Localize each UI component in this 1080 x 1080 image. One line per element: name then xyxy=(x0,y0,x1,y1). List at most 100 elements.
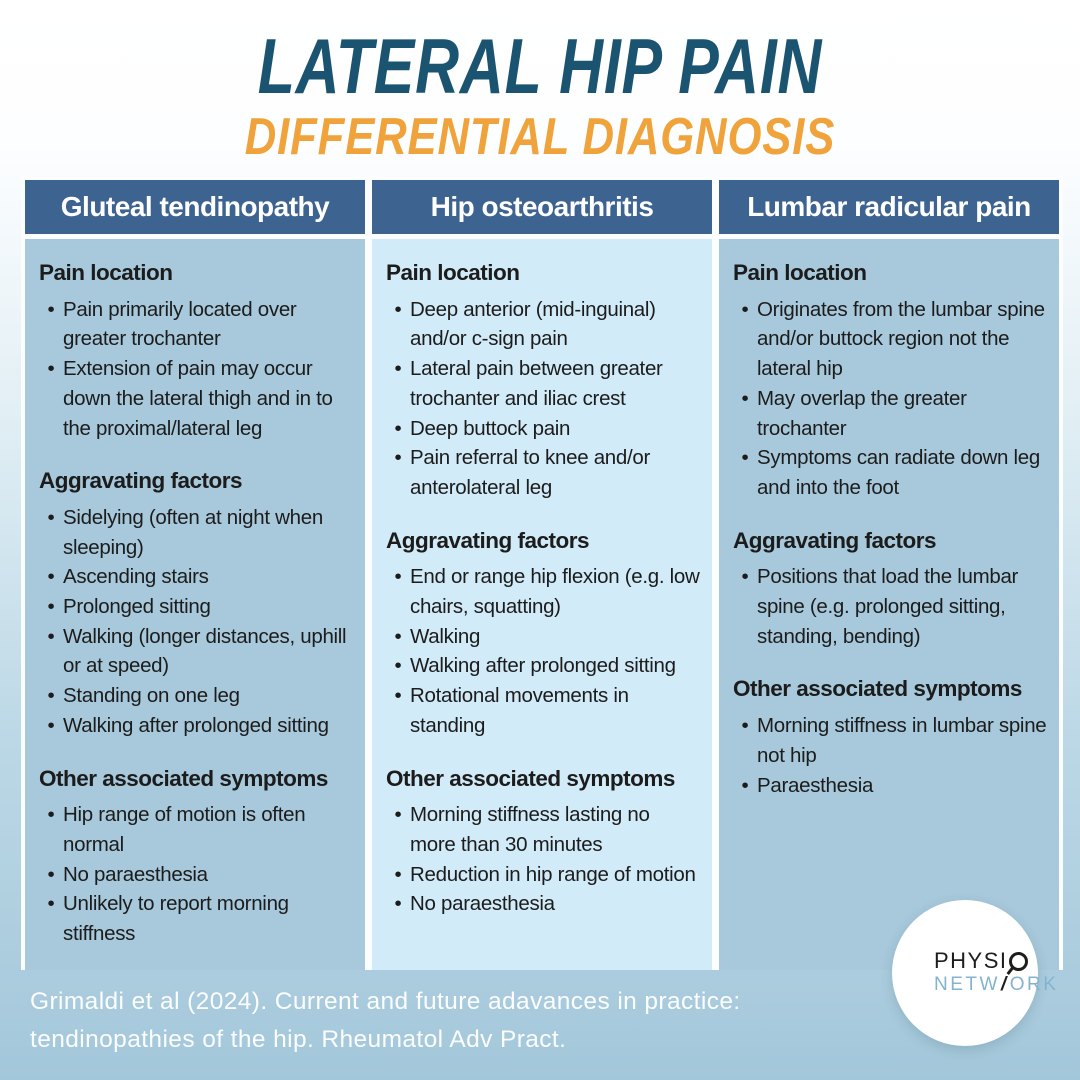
bullet-text: May overlap the greater trochanter xyxy=(757,386,967,440)
column-header: Hip osteoarthritis xyxy=(372,180,712,234)
bullet-dot: • xyxy=(394,803,402,827)
logo-slash-i: / xyxy=(1000,974,1009,996)
bullet-item: • Morning stiffness in lumbar spine not h… xyxy=(733,711,1049,770)
bullet-text: Reduction in hip range of motion xyxy=(410,862,696,886)
bullet-text: Paraesthesia xyxy=(757,773,874,797)
bullet-item: •End or range hip flexion (e.g. low chai… xyxy=(386,562,702,621)
bullet-item: • Deep buttock pain xyxy=(386,414,702,444)
bullet-text: Lateral pain between greater trochanter … xyxy=(410,357,663,410)
bullet-dot: • xyxy=(47,505,55,529)
bullet-item: • Walking after prolonged sitting xyxy=(39,711,355,741)
bullet-item: • Standing on one leg xyxy=(39,681,355,711)
bullet-dot: • xyxy=(47,803,55,827)
logo-network-text: NETW/ORK xyxy=(934,973,1056,997)
logo-physio-text: PHYSI xyxy=(934,948,1038,973)
bullet-item: • Positions that load the lumbar spine (e… xyxy=(733,562,1049,651)
bullet-text: Walking (longer distances, uphill or at … xyxy=(63,624,347,678)
bullet-dot: • xyxy=(394,446,402,470)
bullet-item: • Rotational movements in standing xyxy=(386,681,702,740)
bullet-text: No paraesthesia xyxy=(63,862,208,886)
bullet-text: Deep anterior (mid-inguinal) and/or c-si… xyxy=(410,297,656,351)
section: Other associated symptoms•Hip range of m… xyxy=(39,763,355,949)
bullet-dot: • xyxy=(394,892,402,916)
bullet-dot: • xyxy=(394,565,402,589)
bullet-item: • Morning stiffness lasting no more than … xyxy=(386,800,702,859)
bullet-text: Walking xyxy=(410,624,481,648)
section-heading: Pain location xyxy=(386,260,520,285)
bullet-dot: • xyxy=(741,714,749,738)
bullet-text: Morning stiffness lasting no more than 3… xyxy=(410,803,650,856)
bullet-text: Rotational movements in standing xyxy=(410,684,629,737)
citation: Grimaldi et al (2024). Current and futur… xyxy=(30,983,741,1059)
bullet-item: • Ascending stairs xyxy=(39,562,355,592)
bullet-dot: • xyxy=(741,565,749,589)
bullet-dot: • xyxy=(394,416,402,440)
bullet-item: •Walking after prolonged sitting xyxy=(386,651,702,681)
column-body: Pain location • Pain primarily located ove… xyxy=(25,239,365,970)
logo-network-left: NETW xyxy=(934,974,1000,996)
bullet-item: • Hip range of motion is often normal xyxy=(39,800,355,859)
bullet-dot: • xyxy=(47,565,55,589)
bullet-item: • Pain primarily located over greater tro… xyxy=(39,295,355,354)
bullet-dot: • xyxy=(741,297,749,321)
bullet-text: Deep buttock pain xyxy=(410,416,571,440)
bullet-text: Standing on one leg xyxy=(63,684,240,708)
bullet-text: Walking after prolonged sitting xyxy=(63,713,329,737)
section: Other associated symptoms • Morning stiffn… xyxy=(733,673,1049,800)
column-body: Pain location • Deep anterior (mid-inguina… xyxy=(372,239,712,970)
bullet-dot: • xyxy=(47,297,55,321)
bullet-text: No paraesthesia xyxy=(410,892,555,916)
bullet-text: Positions that load the lumbar spine (e.… xyxy=(757,565,1019,648)
section: Pain location • Deep anterior (mid-inguina… xyxy=(386,257,702,503)
section: Aggravating factors •End or range hip fle… xyxy=(386,525,702,741)
bullet-dot: • xyxy=(394,357,402,381)
column-header: Lumbar radicular pain xyxy=(719,180,1059,234)
bullet-dot: • xyxy=(394,297,402,321)
section-heading: Other associated symptoms xyxy=(386,765,675,791)
bullet-item: • No paraesthesia xyxy=(386,889,702,919)
bullet-dot: • xyxy=(741,386,749,410)
bullet-dot: • xyxy=(47,624,55,648)
section: Pain location•Originates from the lumbar… xyxy=(733,257,1049,503)
column-header: Gluteal tendinopathy xyxy=(25,180,365,234)
bullet-dot: • xyxy=(47,713,55,737)
bullet-item: • Symptoms can radiate down leg and into … xyxy=(733,443,1049,502)
bullet-text: Ascending stairs xyxy=(63,565,209,589)
bullet-item: • May overlap the greater trochanter xyxy=(733,384,1049,443)
bullet-text: Prolonged sitting xyxy=(63,595,211,618)
bullet-text: Symptoms can radiate down leg and into t… xyxy=(757,446,1041,499)
section-heading: Aggravating factors xyxy=(386,527,590,553)
section: Pain location • Pain primarily located ove… xyxy=(39,257,355,443)
bullet-text: Pain primarily located over greater troc… xyxy=(63,297,297,351)
bullet-item: • No paraesthesia xyxy=(39,860,355,890)
bullet-item: •Extension of pain may occur down the la… xyxy=(39,354,355,443)
logo-network-right: ORK xyxy=(1009,974,1059,996)
bullet-dot: • xyxy=(47,357,55,381)
bullet-dot: • xyxy=(394,684,402,708)
bullet-item: • Paraesthesia xyxy=(733,771,1049,801)
bullet-text: Originates from the lumbar spine and/or … xyxy=(757,297,1045,381)
bullet-dot: • xyxy=(394,624,402,648)
citation-line-1: Grimaldi et al (2024). Current and futur… xyxy=(30,988,741,1015)
citation-line-2: tendinopathies of the hip. Rheumatol Adv… xyxy=(30,1025,567,1053)
section-heading: Other associated symptoms xyxy=(733,676,1022,702)
section-heading: Pain location xyxy=(39,260,173,285)
section-heading: Aggravating factors xyxy=(733,527,937,553)
bullet-text: Hip range of motion is often normal xyxy=(63,803,306,856)
bullet-dot: • xyxy=(741,773,749,797)
bullet-item: • Deep anterior (mid-inguinal) and/or c-s… xyxy=(386,295,702,354)
bullet-text: Morning stiffness in lumbar spine not hi… xyxy=(757,714,1047,767)
column-body: Pain location•Originates from the lumbar… xyxy=(719,239,1059,970)
bullet-dot: • xyxy=(741,446,749,470)
bullet-dot: • xyxy=(394,654,402,678)
magnifier-o-icon xyxy=(1008,951,1028,971)
bullet-dot: • xyxy=(47,684,55,708)
bullet-item: •Sidelying (often at night when sleeping… xyxy=(39,503,355,562)
bullet-text: Unlikely to report morning stiffness xyxy=(63,892,289,946)
bullet-item: •Unlikely to report morning stiffness xyxy=(39,889,355,948)
bullet-item: • Walking (longer distances, uphill or at… xyxy=(39,622,355,681)
bullet-dot: • xyxy=(47,862,55,886)
